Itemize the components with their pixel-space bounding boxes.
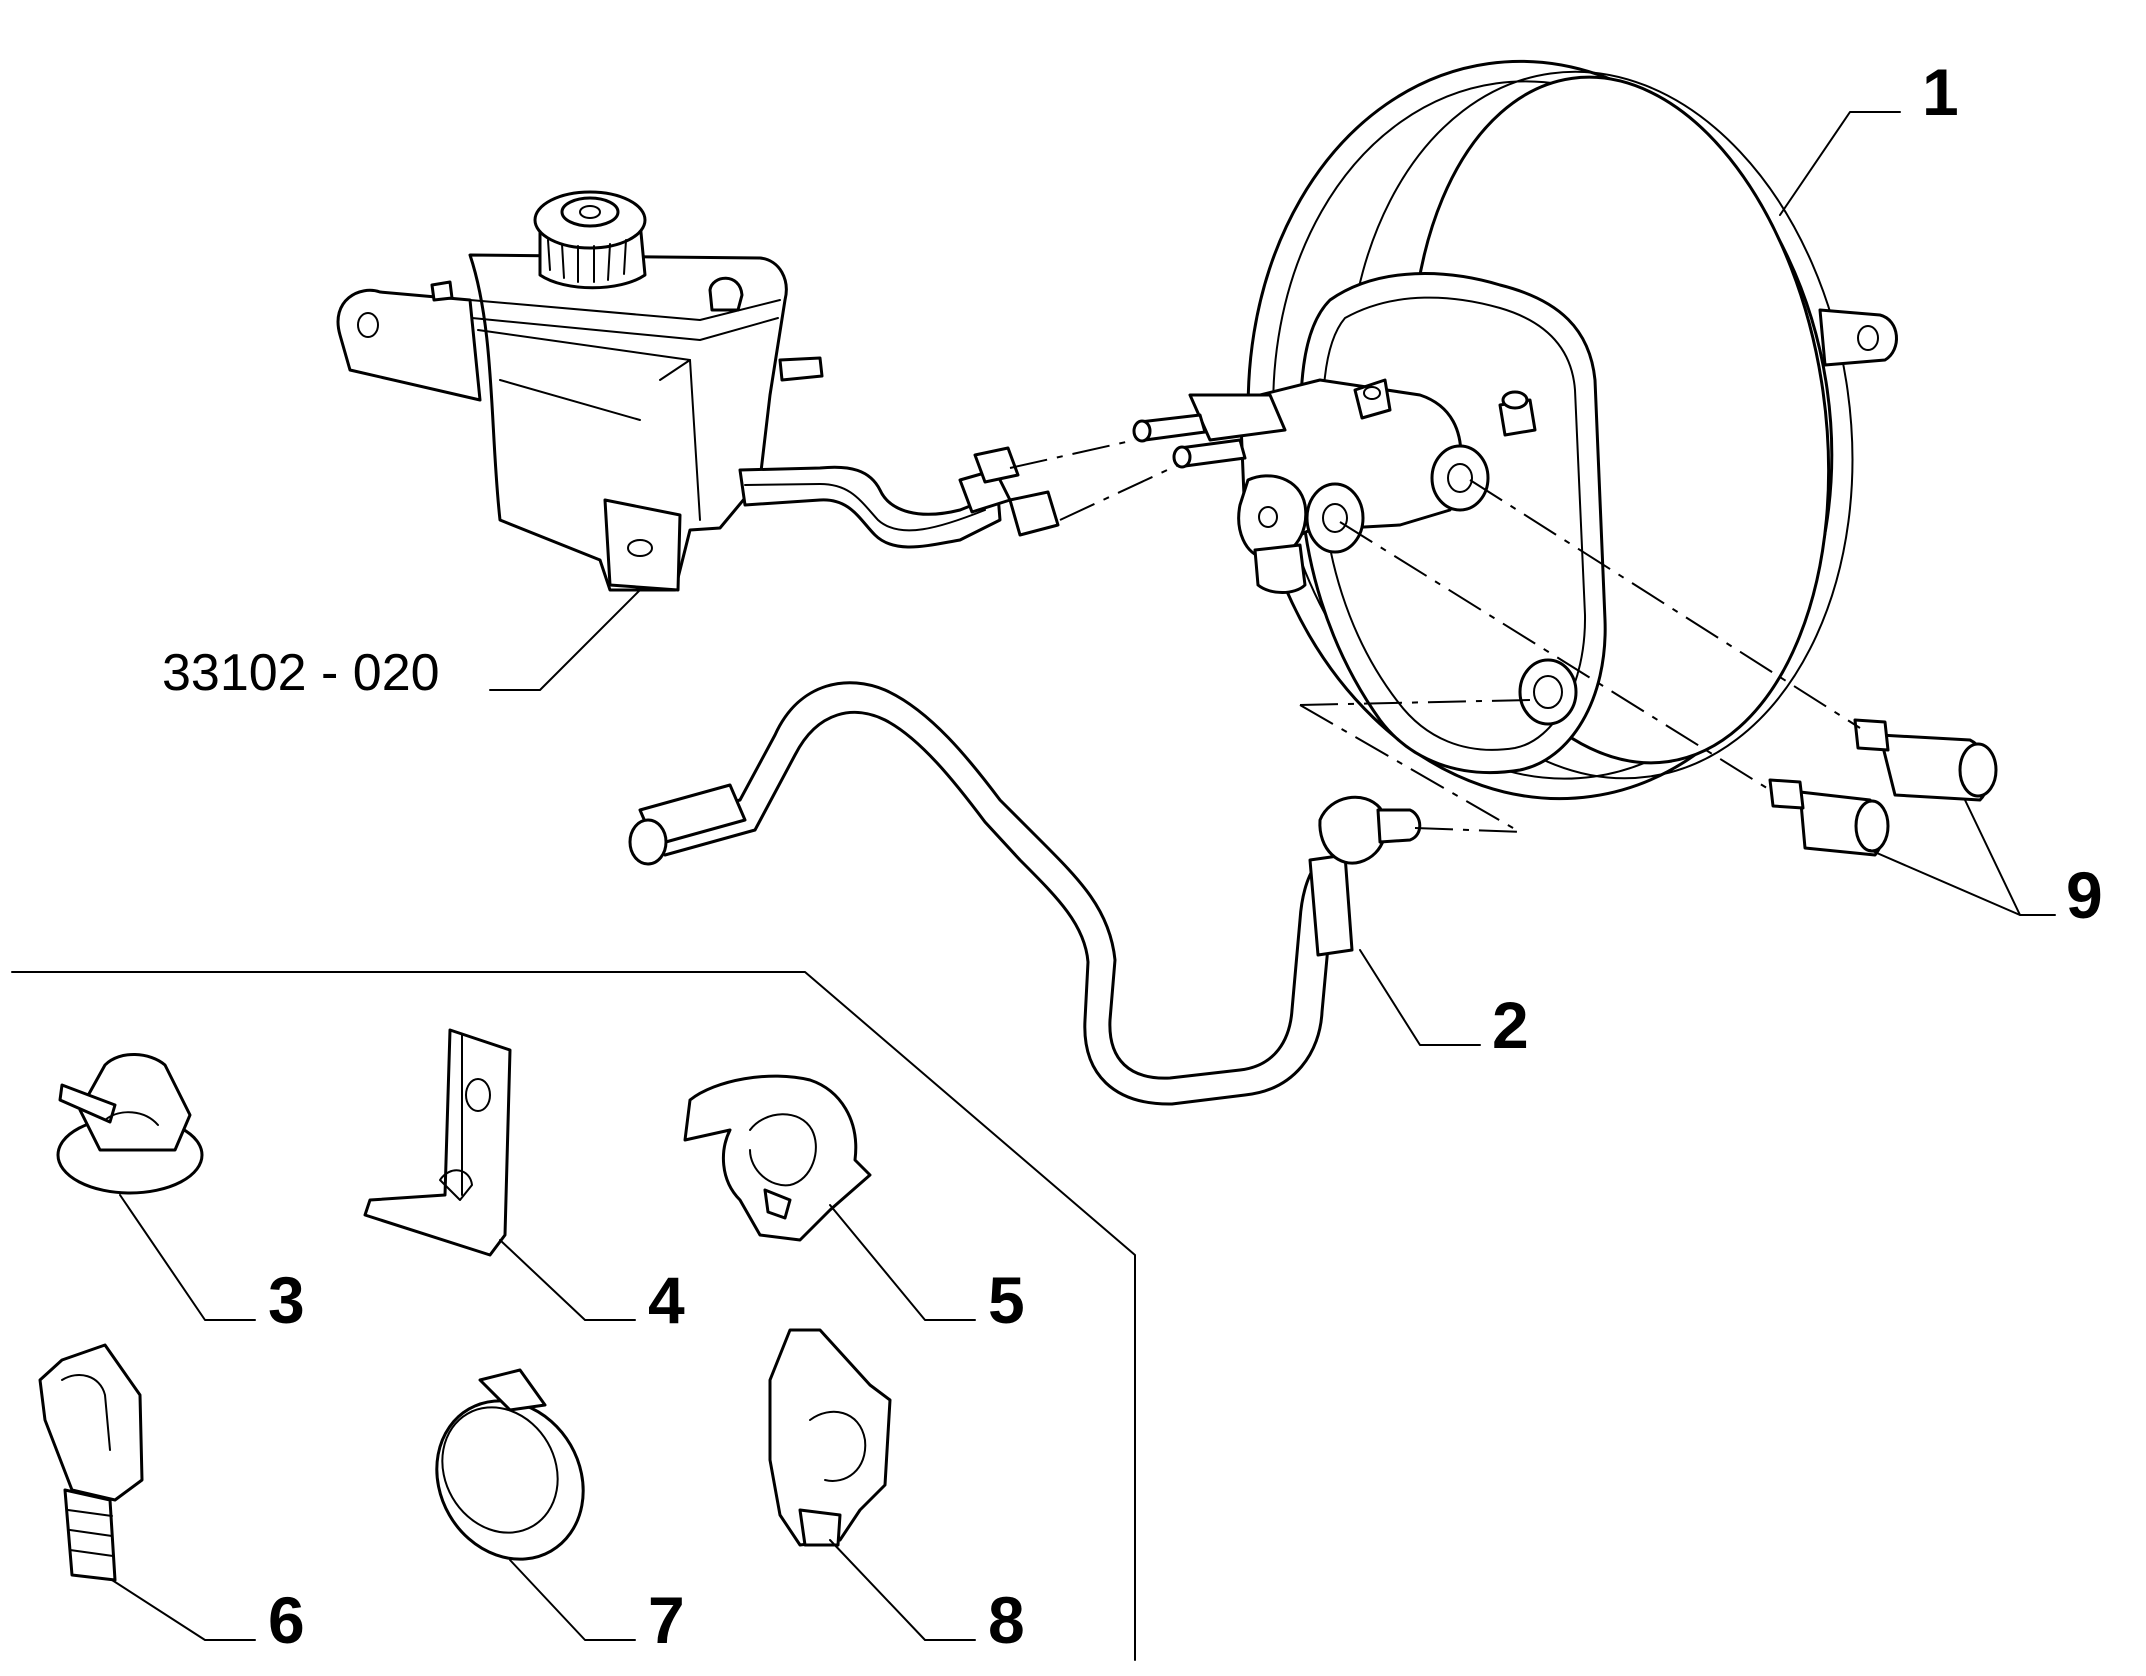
reference-number: 33102 - 020 (162, 644, 440, 702)
fluid-reservoir (336, 190, 1060, 592)
callout-3: 3 (268, 1263, 305, 1337)
inset-frame (11, 971, 1136, 1661)
callout-4: 4 (648, 1263, 685, 1337)
callout-2: 2 (1492, 988, 1529, 1062)
clip-part-5 (683, 1074, 872, 1242)
callout-1: 1 (1922, 55, 1959, 129)
clip-part-8 (768, 1328, 892, 1547)
leader-lines (111, 111, 2056, 1641)
callout-9: 9 (2066, 858, 2103, 932)
brake-booster (1132, 59, 1898, 801)
clamp-part-7 (435, 1368, 585, 1561)
callout-8: 8 (988, 1583, 1025, 1657)
callout-7: 7 (648, 1583, 685, 1657)
check-valves (1768, 718, 1998, 857)
vacuum-hose (628, 681, 1422, 1106)
callout-5: 5 (988, 1263, 1025, 1337)
assembly-lines (1009, 439, 1861, 833)
callout-6: 6 (268, 1583, 305, 1657)
clip-part-3 (56, 1053, 204, 1195)
clip-part-6 (38, 1343, 144, 1582)
bracket-part-4 (363, 1028, 512, 1257)
